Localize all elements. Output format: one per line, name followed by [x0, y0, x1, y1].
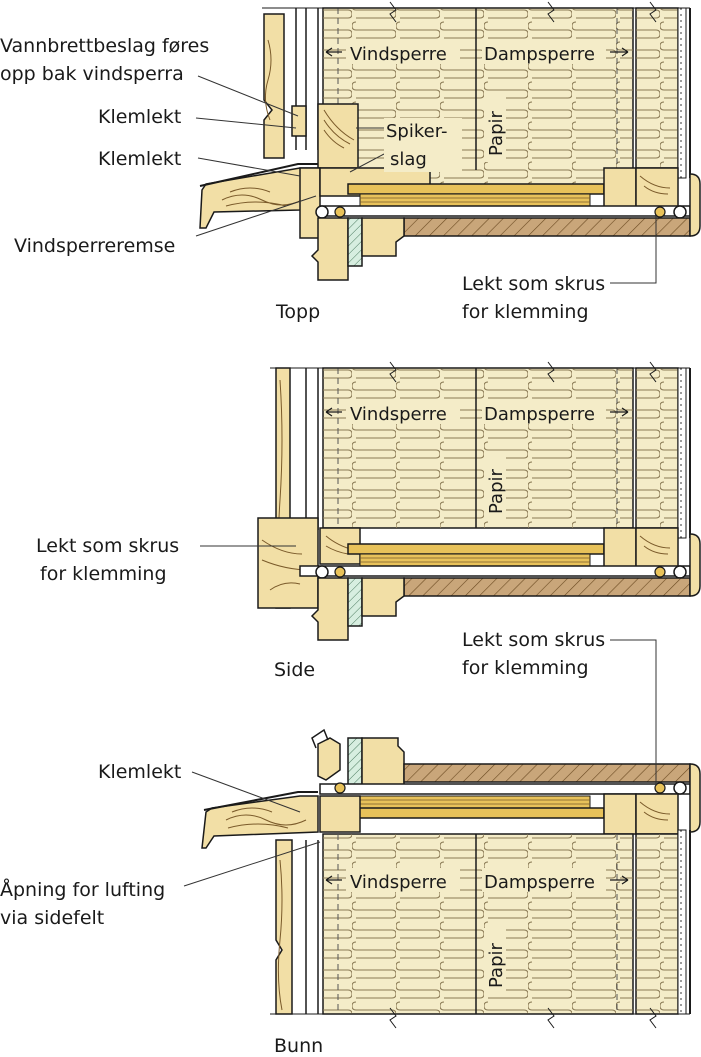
callout-vannbrett-line2: opp bak vindsperra: [0, 63, 184, 85]
wall-body: [262, 1, 691, 189]
callout-apning-line1: Åpning for lufting: [0, 878, 165, 901]
exterior-cladding: [257, 367, 319, 609]
label-vindsperre: Vindsperre: [350, 44, 447, 65]
exterior-cladding: [263, 13, 359, 169]
label-dampsperre: Dampsperre: [484, 872, 595, 893]
label-papir: Papir: [486, 110, 507, 156]
callout-lekt-side2-line1: Lekt som skrus: [462, 629, 605, 651]
callout-lines: [183, 75, 657, 887]
callout-lekt-side-line1: Lekt som skrus: [36, 535, 179, 557]
callout-vindsperreremse: Vindsperreremse: [14, 235, 175, 257]
label-spikerslag-1: Spiker-: [386, 121, 447, 142]
callout-klemlekt-1: Klemlekt: [98, 106, 181, 128]
label-papir: Papir: [486, 468, 507, 514]
exterior-cladding: [275, 839, 293, 1015]
wall-body: [270, 361, 691, 539]
label-papir: Papir: [486, 942, 507, 988]
label-dampsperre: Dampsperre: [484, 44, 595, 65]
window-frame: [310, 167, 701, 281]
callout-apning-line2: via sidefelt: [0, 907, 104, 929]
label-spikerslag-2: slag: [390, 149, 427, 170]
label-vindsperre: Vindsperre: [350, 404, 447, 425]
label-dampsperre: Dampsperre: [484, 404, 595, 425]
flashing-and-batten: [199, 163, 321, 239]
window-frame: [299, 527, 701, 641]
section-caption-topp: Topp: [275, 301, 320, 323]
top-section: [199, 1, 701, 281]
side-section: [257, 361, 701, 641]
label-vindsperre: Vindsperre: [350, 872, 447, 893]
callout-klemlekt-2: Klemlekt: [98, 148, 181, 170]
callout-vannbrett-line1: Vannbrettbeslag føres: [0, 35, 209, 57]
callout-lekt-side2-line2: for klemming: [462, 657, 589, 679]
callout-klemlekt-bottom: Klemlekt: [98, 761, 181, 783]
section-caption-side: Side: [274, 659, 315, 681]
inline-labels-side: Vindsperre Dampsperre Papir: [325, 400, 629, 520]
section-caption-bunn: Bunn: [274, 1035, 323, 1057]
window-frame: [311, 728, 701, 835]
inline-labels-bottom: Vindsperre Dampsperre Papir: [325, 868, 629, 994]
flashing-and-batten: [201, 791, 319, 849]
inline-labels-top: Vindsperre Dampsperre Papir Spiker- slag: [325, 40, 629, 172]
callout-lekt-line1: Lekt som skrus: [462, 273, 605, 295]
bottom-section: [201, 728, 701, 1029]
wall-body: [270, 829, 691, 1029]
callout-lekt-line2: for klemming: [462, 301, 589, 323]
callout-lekt-side-line2: for klemming: [40, 563, 167, 585]
